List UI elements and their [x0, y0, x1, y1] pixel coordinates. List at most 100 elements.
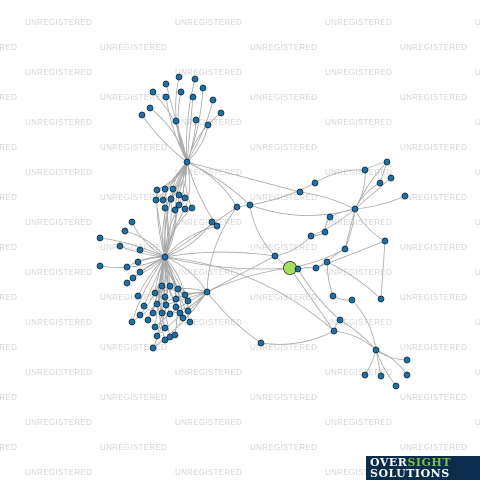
graph-node[interactable] — [176, 309, 184, 317]
graph-node[interactable] — [166, 333, 174, 341]
graph-node[interactable] — [179, 314, 187, 322]
graph-node[interactable] — [233, 203, 241, 211]
graph-node[interactable] — [151, 323, 159, 331]
graph-node[interactable] — [158, 309, 166, 317]
graph-node[interactable] — [149, 309, 157, 317]
graph-node[interactable] — [307, 232, 315, 240]
graph-node[interactable] — [162, 80, 170, 88]
graph-node[interactable] — [401, 192, 409, 200]
graph-node[interactable] — [144, 316, 152, 324]
graph-node[interactable] — [96, 262, 104, 270]
graph-node[interactable] — [311, 179, 319, 187]
graph-node[interactable] — [348, 296, 356, 304]
graph-node[interactable] — [183, 158, 191, 166]
graph-node[interactable] — [162, 301, 170, 309]
graph-node[interactable] — [181, 194, 189, 202]
graph-node[interactable] — [336, 316, 344, 324]
graph-node[interactable] — [161, 293, 169, 301]
graph-node[interactable] — [361, 166, 369, 174]
graph-node[interactable] — [192, 116, 200, 124]
graph-node[interactable] — [184, 297, 192, 305]
graph-node[interactable] — [171, 206, 179, 214]
graph-node[interactable] — [191, 75, 199, 83]
graph-node[interactable] — [403, 371, 411, 379]
graph-node[interactable] — [158, 282, 166, 290]
graph-node[interactable] — [116, 242, 124, 250]
graph-node[interactable] — [134, 258, 142, 266]
graph-node[interactable] — [330, 327, 338, 335]
graph-node[interactable] — [213, 222, 221, 230]
graph-node[interactable] — [149, 88, 157, 96]
graph-node[interactable] — [175, 191, 183, 199]
graph-node[interactable] — [166, 310, 174, 318]
graph-node[interactable] — [323, 258, 331, 266]
graph-node[interactable] — [166, 282, 174, 290]
graph-node[interactable] — [383, 158, 391, 166]
graph-node[interactable] — [134, 292, 142, 300]
graph-node[interactable] — [329, 292, 337, 300]
graph-node[interactable] — [181, 291, 189, 299]
graph-node[interactable] — [199, 84, 207, 92]
graph-node[interactable] — [153, 332, 161, 340]
graph-node[interactable] — [321, 228, 329, 236]
graph-node[interactable] — [175, 73, 183, 81]
graph-node[interactable] — [372, 346, 380, 354]
graph-node[interactable] — [152, 196, 160, 204]
graph-node[interactable] — [136, 246, 144, 254]
graph-node[interactable] — [169, 185, 177, 193]
graph-node[interactable] — [129, 274, 137, 282]
graph-node[interactable] — [271, 252, 279, 260]
graph-node[interactable] — [257, 339, 265, 347]
graph-node[interactable] — [387, 174, 395, 182]
graph-node[interactable] — [128, 318, 136, 326]
graph-node[interactable] — [136, 311, 144, 319]
graph-node[interactable] — [351, 205, 359, 213]
graph-node[interactable] — [204, 121, 212, 129]
graph-node[interactable] — [153, 300, 161, 308]
graph-node[interactable] — [341, 245, 349, 253]
graph-node[interactable] — [161, 253, 169, 261]
graph-node[interactable] — [123, 263, 131, 271]
graph-node[interactable] — [186, 318, 194, 326]
graph-node[interactable] — [174, 285, 182, 293]
graph-node[interactable] — [377, 295, 385, 303]
graph-node[interactable] — [381, 237, 389, 245]
graph-node[interactable] — [172, 117, 180, 125]
graph-node[interactable] — [376, 179, 384, 187]
graph-node[interactable] — [189, 93, 197, 101]
graph-node[interactable] — [181, 205, 189, 213]
graph-node[interactable] — [172, 303, 180, 311]
graph-node[interactable] — [123, 279, 131, 287]
graph-node[interactable] — [172, 295, 180, 303]
graph-node[interactable] — [175, 201, 183, 209]
graph-node[interactable] — [203, 288, 211, 296]
graph-node[interactable] — [161, 185, 169, 193]
graph-node[interactable] — [403, 356, 411, 364]
graph-node[interactable] — [177, 88, 185, 96]
graph-node[interactable] — [161, 336, 169, 344]
graph-node[interactable] — [146, 104, 154, 112]
graph-node[interactable] — [217, 109, 225, 117]
graph-node[interactable] — [138, 111, 146, 119]
graph-node[interactable] — [151, 289, 159, 297]
graph-node[interactable] — [161, 204, 169, 212]
graph-node[interactable] — [246, 201, 254, 209]
graph-node[interactable] — [377, 372, 385, 380]
focus-node[interactable] — [283, 261, 297, 275]
graph-node[interactable] — [188, 204, 196, 212]
graph-node[interactable] — [149, 344, 157, 352]
graph-node[interactable] — [162, 93, 170, 101]
graph-node[interactable] — [136, 268, 144, 276]
graph-node[interactable] — [296, 188, 304, 196]
graph-node[interactable] — [167, 195, 175, 203]
graph-node[interactable] — [209, 96, 217, 104]
graph-node[interactable] — [208, 218, 216, 226]
graph-node[interactable] — [140, 302, 148, 310]
graph-node[interactable] — [161, 324, 169, 332]
graph-node[interactable] — [128, 218, 136, 226]
graph-node[interactable] — [326, 213, 334, 221]
graph-node[interactable] — [121, 227, 129, 235]
graph-node[interactable] — [392, 382, 400, 390]
graph-node[interactable] — [294, 265, 302, 273]
graph-node[interactable] — [159, 196, 167, 204]
